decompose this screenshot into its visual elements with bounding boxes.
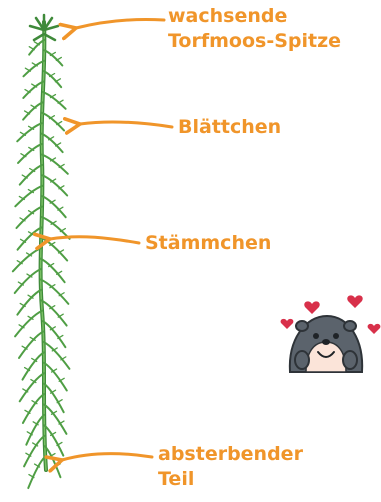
moss-branch bbox=[42, 196, 65, 217]
arrow-dying bbox=[62, 454, 152, 460]
label-dying-part-line-2: Teil bbox=[158, 467, 303, 492]
arrow-leaflets bbox=[80, 122, 172, 127]
label-growing-tip-line-2: Torfmoos-Spitze bbox=[168, 29, 341, 54]
heart-icon bbox=[368, 324, 381, 334]
moss-branch bbox=[41, 238, 67, 261]
moss-branch bbox=[28, 457, 45, 488]
label-leaflets: Blättchen bbox=[178, 115, 281, 140]
moss-branch bbox=[19, 332, 43, 358]
moss-branch bbox=[20, 165, 42, 185]
moss-branch bbox=[17, 290, 41, 315]
label-growing-tip: wachsende Torfmoos-Spitze bbox=[168, 4, 341, 54]
label-growing-tip-line-1: wachsende bbox=[168, 4, 341, 29]
label-dying-part: absterbender Teil bbox=[158, 442, 303, 492]
arrow-tip bbox=[76, 19, 164, 28]
moss-branch bbox=[18, 227, 42, 249]
moss-branch bbox=[15, 311, 42, 337]
heart-icon bbox=[347, 295, 362, 308]
label-dying-part-line-1: absterbender bbox=[158, 442, 303, 467]
heart-icon bbox=[281, 319, 294, 329]
moss-branch bbox=[41, 259, 65, 283]
mascot-icon bbox=[281, 295, 381, 372]
moss-branch bbox=[41, 280, 69, 304]
moss-branch bbox=[29, 40, 44, 55]
moss-branch bbox=[26, 415, 44, 445]
moss-branch bbox=[13, 248, 41, 271]
moss-branch bbox=[44, 425, 63, 455]
arrow-stem bbox=[50, 237, 139, 243]
heart-icon bbox=[304, 301, 319, 314]
moss-branch bbox=[42, 134, 63, 152]
moss-branch bbox=[15, 269, 41, 293]
label-stem: Stämmchen bbox=[145, 231, 271, 256]
moss-plant-icon bbox=[13, 15, 70, 488]
